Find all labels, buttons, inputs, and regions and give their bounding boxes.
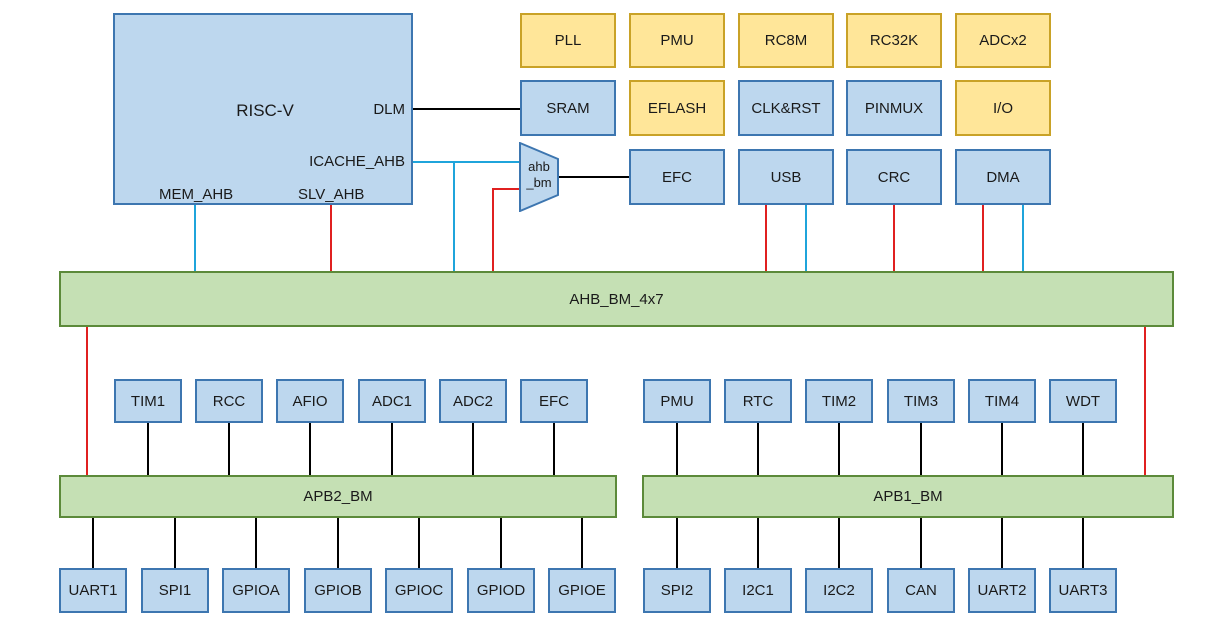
slv-ahb-port-label: SLV_AHB <box>298 186 365 203</box>
apb1-top-tim4-block: TIM4 <box>968 379 1036 423</box>
apb1-bottom-i2c1-wire <box>757 517 759 569</box>
apb2-bus: APB2_BM <box>59 475 617 518</box>
apb2-bottom-gpioc-wire <box>418 517 420 569</box>
apb2-bottom-gpioa-block: GPIOA <box>222 568 290 613</box>
apb2-top-tim1-block: TIM1 <box>114 379 182 423</box>
dma-block: DMA <box>955 149 1051 205</box>
apb1-bottom-uart2-wire <box>1001 517 1003 569</box>
apb1-bottom-i2c1-block: I2C1 <box>724 568 792 613</box>
slv-ahb-wire <box>330 204 332 272</box>
apb1-bottom-i2c2-block: I2C2 <box>805 568 873 613</box>
apb2-bottom-uart1-block: UART1 <box>59 568 127 613</box>
adcx2-block: ADCx2 <box>955 13 1051 68</box>
sram-block: SRAM <box>520 80 616 136</box>
apb1-top-tim2-block: TIM2 <box>805 379 873 423</box>
apb2-bottom-gpioe-block: GPIOE <box>548 568 616 613</box>
efc-block: EFC <box>629 149 725 205</box>
io-block: I/O <box>955 80 1051 136</box>
apb2-top-efc-block: EFC <box>520 379 588 423</box>
apb2-top-adc1-wire <box>391 421 393 476</box>
apb1-top-pmu-wire <box>676 421 678 476</box>
usb-block: USB <box>738 149 834 205</box>
apb1-bottom-uart3-block: UART3 <box>1049 568 1117 613</box>
apb1-top-tim2-wire <box>838 421 840 476</box>
apb1-bottom-can-block: CAN <box>887 568 955 613</box>
apb1-top-wdt-block: WDT <box>1049 379 1117 423</box>
apb2-bottom-spi1-wire <box>174 517 176 569</box>
mem-ahb-port-label: MEM_AHB <box>159 186 234 203</box>
apb2-bottom-gpioa-wire <box>255 517 257 569</box>
eflash-block: EFLASH <box>629 80 725 136</box>
crc-slave-wire <box>893 204 895 272</box>
apb1-bottom-spi2-block: SPI2 <box>643 568 711 613</box>
mem-ahb-wire <box>194 204 196 272</box>
apb2-top-rcc-wire <box>228 421 230 476</box>
mux-label-line1: ahb <box>528 159 550 174</box>
apb1-top-rtc-wire <box>757 421 759 476</box>
apb1-top-tim3-wire <box>920 421 922 476</box>
apb1-top-rtc-block: RTC <box>724 379 792 423</box>
apb2-bottom-gpiob-block: GPIOB <box>304 568 372 613</box>
dma-master-wire <box>1022 204 1024 272</box>
mux-to-efc-wire <box>558 176 631 178</box>
dlm-to-sram-wire <box>410 108 522 110</box>
apb2-bottom-uart1-wire <box>92 517 94 569</box>
apb1-bus: APB1_BM <box>642 475 1174 518</box>
crc-block: CRC <box>846 149 942 205</box>
rc8m-block: RC8M <box>738 13 834 68</box>
apb2-top-afio-block: AFIO <box>276 379 344 423</box>
dma-slave-wire <box>982 204 984 272</box>
apb1-bottom-spi2-wire <box>676 517 678 569</box>
apb1-top-wdt-wire <box>1082 421 1084 476</box>
apb2-top-efc-wire <box>553 421 555 476</box>
pll-block: PLL <box>520 13 616 68</box>
apb1-top-pmu-block: PMU <box>643 379 711 423</box>
apb1-top-tim4-wire <box>1001 421 1003 476</box>
apb2-top-afio-wire <box>309 421 311 476</box>
apb1-bottom-can-wire <box>920 517 922 569</box>
apb2-top-adc2-wire <box>472 421 474 476</box>
apb2-bottom-gpioe-wire <box>581 517 583 569</box>
mux-label-line2: _bm <box>526 175 552 190</box>
apb2-bottom-spi1-block: SPI1 <box>141 568 209 613</box>
pinmux-block: PINMUX <box>846 80 942 136</box>
apb1-bottom-uart2-block: UART2 <box>968 568 1036 613</box>
apb2-top-rcc-block: RCC <box>195 379 263 423</box>
apb2-bottom-gpioc-block: GPIOC <box>385 568 453 613</box>
usb-master-wire <box>805 204 807 272</box>
ahb-bm-mux-wire-vertical <box>492 188 494 272</box>
usb-slave-wire <box>765 204 767 272</box>
apb1-bottom-uart3-wire <box>1082 517 1084 569</box>
apb2-top-tim1-wire <box>147 421 149 476</box>
ahb-to-apb2-wire <box>86 326 88 476</box>
apb1-bottom-i2c2-wire <box>838 517 840 569</box>
ahb-bus: AHB_BM_4x7 <box>59 271 1174 327</box>
icache-wire-horizontal <box>410 161 521 163</box>
risc-v-core: RISC-V DLM ICACHE_AHB MEM_AHB SLV_AHB <box>113 13 413 205</box>
ahb-bm-mux-shape <box>519 142 559 212</box>
apb2-top-adc2-block: ADC2 <box>439 379 507 423</box>
apb2-bottom-gpiod-block: GPIOD <box>467 568 535 613</box>
rc32k-block: RC32K <box>846 13 942 68</box>
ahb-bm-mux-label: ahb _bm <box>519 159 559 191</box>
clk-rst-block: CLK&RST <box>738 80 834 136</box>
dlm-port-label: DLM <box>373 101 405 118</box>
apb2-bottom-gpiob-wire <box>337 517 339 569</box>
ahb-bm-mux-wire-horizontal <box>492 188 521 190</box>
apb2-bottom-gpiod-wire <box>500 517 502 569</box>
pmu-block: PMU <box>629 13 725 68</box>
icache-ahb-port-label: ICACHE_AHB <box>309 153 405 170</box>
cpu-title: RISC-V <box>236 101 294 120</box>
ahb-to-apb1-wire <box>1144 326 1146 476</box>
apb1-top-tim3-block: TIM3 <box>887 379 955 423</box>
icache-to-ahb-wire <box>453 161 455 272</box>
apb2-top-adc1-block: ADC1 <box>358 379 426 423</box>
